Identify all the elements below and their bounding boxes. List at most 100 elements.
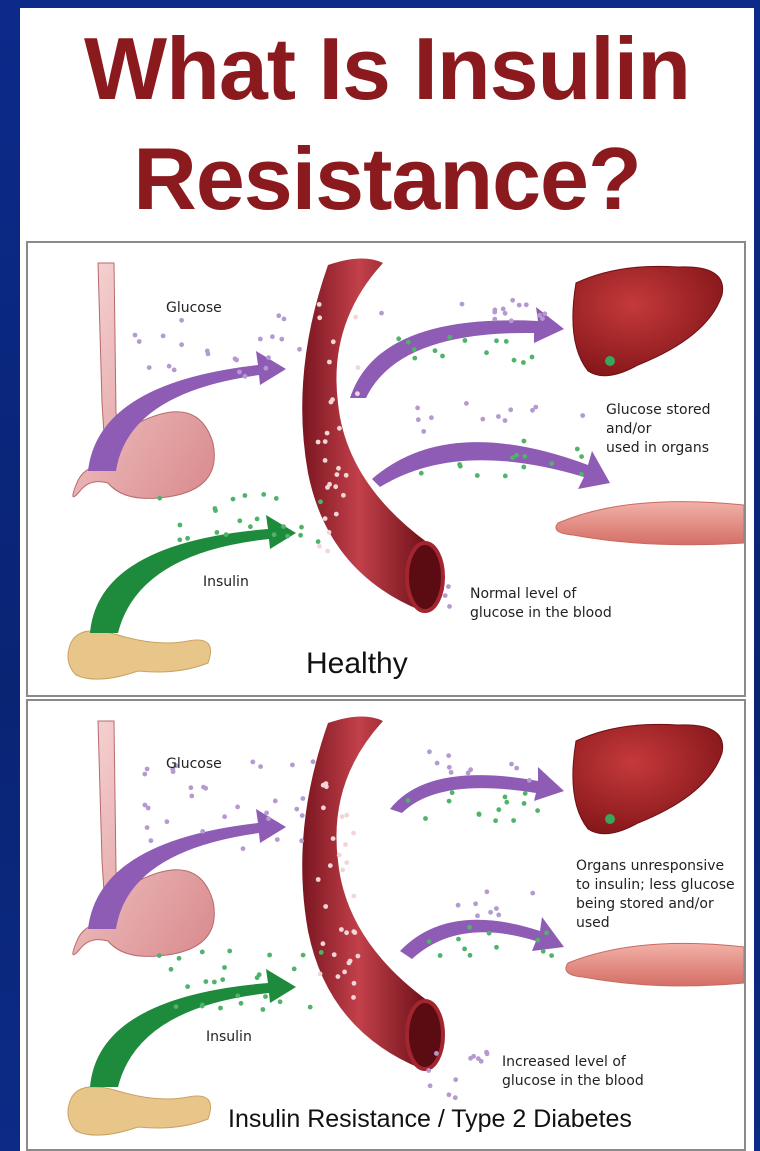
molecule-dot (460, 302, 465, 307)
molecule-dot (179, 318, 184, 323)
molecule-dot (535, 938, 540, 943)
muscle-icon (556, 502, 744, 545)
molecule-dot (239, 1001, 244, 1006)
molecule-dot (423, 816, 428, 821)
molecule-dot (352, 930, 357, 935)
molecule-dot (178, 523, 183, 528)
glucose-to-muscle-arrow (400, 917, 564, 959)
molecule-dot (145, 825, 150, 830)
molecule-dot (446, 584, 451, 589)
organs-status-text: Organs unresponsive to insulin; less glu… (576, 857, 735, 933)
blood-line-1: Normal level of (470, 585, 612, 604)
molecule-dot (333, 484, 338, 489)
molecule-dot (509, 762, 514, 767)
liver-icon (573, 724, 723, 833)
molecule-dot (540, 316, 545, 321)
organs-line-4: used (576, 914, 735, 933)
molecule-dot (542, 311, 547, 316)
molecule-dot (204, 979, 209, 984)
molecule-dot (488, 910, 493, 915)
molecule-dot (222, 814, 227, 819)
molecule-dot (493, 818, 498, 823)
molecule-dot (435, 761, 440, 766)
molecule-dot (446, 753, 451, 758)
molecule-dot (316, 877, 321, 882)
molecule-dot (504, 800, 509, 805)
molecule-dot (299, 525, 304, 530)
molecule-dot (579, 472, 584, 477)
molecule-dot (133, 333, 138, 338)
molecule-dot (496, 913, 501, 918)
molecule-dot (200, 1004, 205, 1009)
molecule-dot (323, 439, 328, 444)
molecule-dot (235, 805, 240, 810)
molecule-dot (279, 337, 284, 342)
molecule-dot (257, 972, 262, 977)
molecule-dot (331, 339, 336, 344)
molecule-dot (212, 980, 217, 985)
molecule-dot (447, 765, 452, 770)
molecule-dot (421, 429, 426, 434)
molecule-dot (224, 532, 229, 537)
molecule-dot (429, 415, 434, 420)
molecule-dot (541, 949, 546, 954)
molecule-dot (355, 391, 360, 396)
molecule-dot (549, 953, 554, 958)
organs-line-3: used in organs (606, 439, 711, 458)
slide: What Is Insulin Resistance? (20, 8, 754, 1151)
molecule-dot (549, 461, 554, 466)
molecule-dot (301, 796, 306, 801)
molecule-dot (530, 355, 535, 360)
molecule-dot (324, 781, 329, 786)
molecule-dot (450, 790, 455, 795)
molecule-dot (477, 812, 482, 817)
molecule-dot (336, 974, 341, 979)
molecule-dot (485, 1051, 490, 1056)
molecule-dot (294, 807, 299, 812)
molecule-dot (415, 406, 420, 411)
molecule-dot (328, 863, 333, 868)
molecule-dot (169, 967, 174, 972)
molecule-dot (234, 358, 239, 363)
molecule-dot (316, 539, 321, 544)
molecule-dot (521, 360, 526, 365)
molecule-dot (165, 819, 170, 824)
molecule-dot (447, 604, 452, 609)
molecule-dot (340, 868, 345, 873)
molecule-dot (177, 956, 182, 961)
molecule-dot (300, 813, 305, 818)
molecule-dot (494, 906, 499, 911)
molecule-dot (449, 770, 454, 775)
molecule-dot (396, 336, 401, 341)
molecule-dot (427, 939, 432, 944)
molecule-dot (200, 950, 205, 955)
molecule-dot (466, 771, 471, 776)
molecule-dot (412, 356, 417, 361)
molecule-dot (447, 799, 452, 804)
molecule-dot (297, 347, 302, 352)
molecule-dot (492, 317, 497, 322)
healthy-panel: Glucose Insulin Glucose stored and/or us… (26, 241, 746, 697)
molecule-dot (220, 977, 225, 982)
insulin-arrow (90, 969, 296, 1087)
molecule-dot (318, 972, 323, 977)
molecule-dot (237, 370, 242, 375)
molecule-dot (427, 749, 432, 754)
molecule-dot (189, 794, 194, 799)
molecule-dot (544, 930, 549, 935)
molecule-dot (523, 791, 528, 796)
molecule-dot (137, 339, 142, 344)
molecule-dot (579, 454, 584, 459)
molecule-dot (352, 981, 357, 986)
molecule-dot (457, 462, 462, 467)
molecule-dot (426, 1068, 431, 1073)
molecule-dot (487, 931, 492, 936)
molecule-dot (319, 950, 324, 955)
molecule-dot (317, 544, 322, 549)
molecule-dot (521, 465, 526, 470)
molecule-dot (266, 816, 271, 821)
blood-level-text: Normal level of glucose in the blood (470, 585, 612, 623)
pancreas-icon (68, 631, 211, 679)
molecule-dot (146, 806, 151, 811)
molecule-dot (434, 1051, 439, 1056)
